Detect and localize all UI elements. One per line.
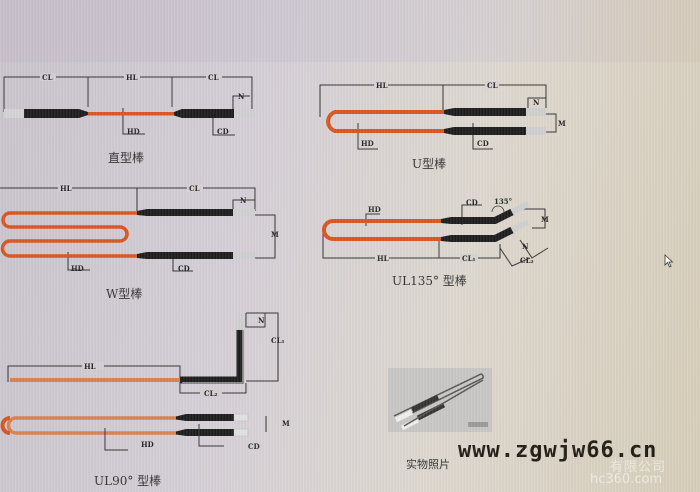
watermark-url: www.zgwjw66.cn [458,438,658,463]
screen-top-band [0,0,700,62]
label-m: M [282,419,290,428]
label-m: M [558,119,566,128]
label-angle-135: 135° [494,197,512,206]
label-hl: HL [84,362,96,371]
label-hd: HD [361,139,374,148]
caption-ul135-rod: UL135° 型棒 [392,274,467,288]
label-hd: HD [71,264,84,273]
diagram-w-rod: HL CL N M HD CD W型棒 [0,184,279,301]
caption-ul90-rod: UL90° 型棒 [94,474,161,488]
mouse-pointer-icon [664,254,674,268]
label-hl: HL [126,73,138,82]
label-hl: HL [60,184,72,193]
label-cd: CD [178,264,190,273]
product-photo [388,368,492,432]
caption-straight-rod: 直型棒 [108,151,144,165]
diagram-straight-rod: CL HL CL N HD CD 直型棒 [3,73,254,165]
label-hl: HL [377,254,389,263]
label-cd: CD [466,198,478,207]
label-n: N [258,316,265,325]
label-cl-left: CL [42,73,53,82]
label-hd: HD [368,205,381,214]
watermark-site: hc360.com [590,472,663,487]
diagram-u-rod: HL CL N M HD CD U型棒 [319,81,566,171]
label-n: N [533,98,540,107]
label-cl2: CL₂ [204,389,218,398]
label-cl-right: CL [208,73,219,82]
caption-u-rod: U型棒 [412,157,446,171]
label-cd: CD [248,442,260,451]
u-rod-photo-icon [393,373,488,431]
label-n: N [240,196,247,205]
label-cl1: CL₁ [462,254,476,263]
label-n: N [238,92,245,101]
label-m: M [541,215,549,224]
label-m: M [271,230,279,239]
label-hd: HD [141,440,154,449]
label-cl2: CL₂ [520,256,534,265]
watermark-company: 有限公司 [610,460,667,475]
label-cl1: CL₁ [271,336,285,345]
label-n: N [522,242,529,251]
label-cl: CL [487,81,498,90]
photo-caption: 实物照片 [406,458,450,471]
label-cl: CL [189,184,200,193]
label-cd: CD [217,127,229,136]
label-hl: HL [376,81,388,90]
label-hd: HD [127,127,140,136]
caption-w-rod: W型棒 [106,287,142,301]
diagram-ul90-rod: N CL₁ HL CL₂ M HD CD UL90° 型棒 [0,312,290,488]
diagram-ul135-rod: HD CD 135° M N HL CL₁ CL₂ UL135° 型棒 [322,197,549,288]
label-cd: CD [477,139,489,148]
